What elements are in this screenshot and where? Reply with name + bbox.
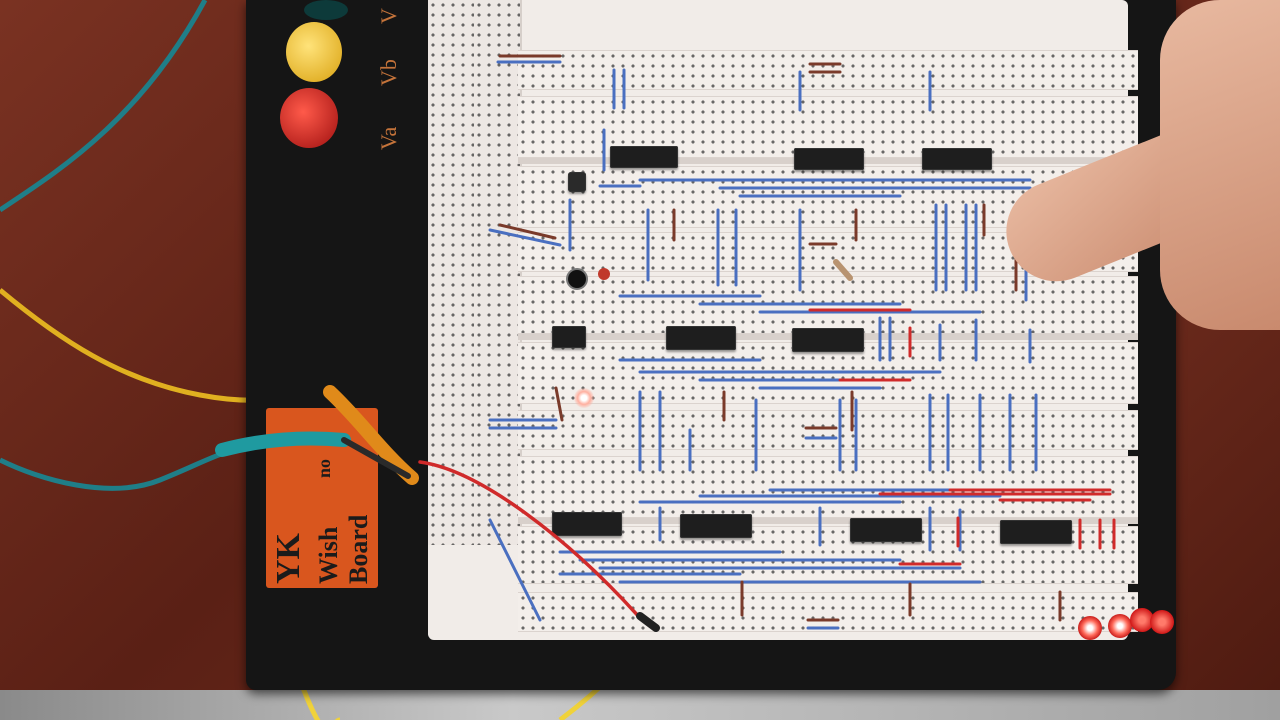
ic-chip — [666, 326, 736, 350]
terminal-post-green — [304, 0, 348, 20]
capacitor — [566, 268, 588, 290]
led-red — [1150, 610, 1174, 634]
floor — [0, 690, 1280, 720]
ic-chip — [850, 518, 922, 542]
ic-chip — [680, 514, 752, 538]
hand — [1160, 0, 1280, 330]
terminal-post-red — [280, 88, 338, 148]
ic-chip — [610, 146, 678, 168]
center-groove-3 — [518, 518, 1138, 524]
pushbutton — [568, 172, 586, 192]
power-rail-right — [474, 0, 522, 545]
ic-chip — [794, 148, 864, 170]
bus-strip-4 — [518, 592, 1138, 632]
ic-chip — [552, 512, 622, 536]
terminal-post-yellow — [286, 22, 342, 82]
led-lit — [574, 388, 594, 408]
ic-chip — [1000, 520, 1072, 544]
ic-chip — [792, 328, 864, 352]
led-lit — [1108, 614, 1132, 638]
ic-chip — [922, 148, 992, 170]
ic-chip — [552, 326, 586, 348]
led-lit — [1078, 616, 1102, 640]
small-red-capacitor — [598, 268, 610, 280]
bus-strip-1 — [518, 50, 1138, 90]
